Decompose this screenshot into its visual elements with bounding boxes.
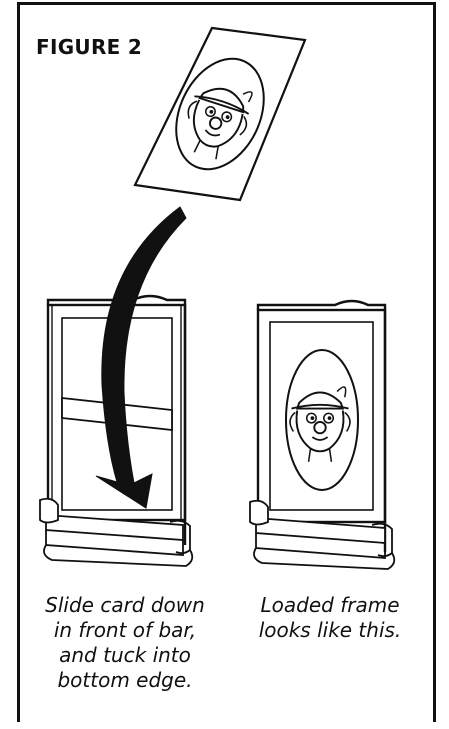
caption-right-line: Loaded frame <box>260 593 400 617</box>
caption-left-line: and tuck into <box>59 643 191 667</box>
caption-left-line: bottom edge. <box>57 668 193 692</box>
caption-left: Slide card down in front of bar, and tuc… <box>30 593 220 693</box>
caption-right: Loaded frame looks like this. <box>240 593 420 643</box>
portrait-card <box>133 26 307 202</box>
insert-arrow <box>95 206 187 509</box>
frame-loaded <box>249 299 396 570</box>
caption-right-line: looks like this. <box>258 618 402 642</box>
figure-label: FIGURE 2 <box>36 35 143 59</box>
caption-left-line: in front of bar, <box>53 618 197 642</box>
caption-left-line: Slide card down <box>45 593 205 617</box>
